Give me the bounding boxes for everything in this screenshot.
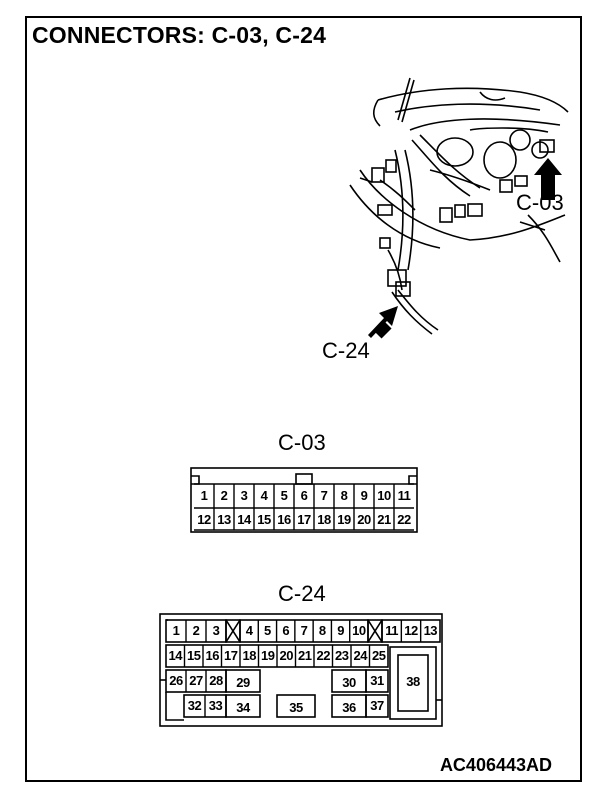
pin-label: 21: [377, 512, 391, 527]
pin-label: 19: [261, 648, 275, 663]
pin-label: 2: [192, 623, 200, 638]
pin-label: 29: [236, 675, 250, 690]
pin-label: 25: [372, 648, 386, 663]
pin-label: 8: [318, 623, 326, 638]
page-title: CONNECTORS: C-03, C-24: [32, 22, 327, 48]
pin-label: 14: [237, 512, 251, 527]
callout-c03-label: C-03: [516, 190, 564, 215]
pin-label: 27: [189, 673, 203, 688]
pin-label: 37: [370, 698, 384, 713]
pin-label: 9: [360, 488, 368, 503]
pin-label: 22: [397, 512, 411, 527]
pin-label: 20: [357, 512, 371, 527]
pin-label: 36: [342, 700, 356, 715]
pin-label: 26: [169, 673, 183, 688]
pin-label: 4: [245, 623, 253, 638]
pin-label: 12: [404, 623, 418, 638]
pin-label: 35: [289, 700, 303, 715]
pin-label: 10: [377, 488, 391, 503]
pin-label: 11: [385, 623, 399, 638]
pin-label: 33: [208, 698, 223, 713]
pin-label: 22: [316, 648, 331, 663]
pin-label: 1: [172, 623, 180, 638]
pin-label: 28: [209, 673, 223, 688]
pin-label: 12: [197, 512, 211, 527]
pin-label: 34: [236, 700, 250, 715]
pin-label: 7: [320, 488, 328, 503]
pin-label: 21: [298, 648, 312, 663]
pin-label: 31: [370, 673, 384, 688]
pin-label: 6: [300, 488, 308, 503]
pin-label: 2: [220, 488, 228, 503]
pin-label: 11: [397, 488, 411, 503]
pin-label: 23: [335, 648, 349, 663]
reference-code: AC406443AD: [439, 755, 552, 775]
pin-label: 19: [337, 512, 351, 527]
pin-label: 30: [342, 675, 356, 690]
pin-label: 3: [240, 488, 248, 503]
pin-label: 16: [277, 512, 291, 527]
pin-label: 7: [300, 623, 308, 638]
arrow-c03-icon: [534, 158, 562, 200]
pin-label: 14: [168, 648, 183, 663]
arrow-c24-icon: [368, 306, 398, 338]
pin-label: 3: [212, 623, 220, 638]
pin-label: 15: [257, 512, 271, 527]
pin-label: 6: [282, 623, 290, 638]
pin-label: 9: [337, 623, 344, 638]
pin-label: 13: [217, 512, 231, 527]
pin-label: 5: [280, 488, 288, 503]
c24-connector-outline: [159, 613, 443, 727]
pin-label: 16: [205, 648, 220, 663]
pin-label: 15: [187, 648, 201, 663]
pin-label: 20: [279, 648, 294, 663]
pin-label: 17: [224, 648, 238, 663]
pin-label: 32: [187, 698, 202, 713]
pin-label: 10: [352, 623, 366, 638]
pin-label: 18: [317, 512, 331, 527]
pin-label: 5: [264, 623, 271, 638]
diagram-frame: [25, 16, 582, 782]
pin-label: 13: [423, 623, 438, 638]
c03-title: C-03: [278, 430, 326, 455]
pin-label: 8: [340, 488, 348, 503]
pin-label: 1: [200, 488, 208, 503]
c24-title: C-24: [278, 581, 326, 606]
callout-c24-label: C-24: [322, 338, 370, 363]
pin-label: 17: [297, 512, 311, 527]
pin-label: 24: [353, 648, 368, 663]
pin-label: 4: [260, 488, 268, 503]
pin-label: 38: [406, 674, 420, 689]
c03-connector-outline: [190, 467, 418, 533]
pin-label: 18: [242, 648, 257, 663]
